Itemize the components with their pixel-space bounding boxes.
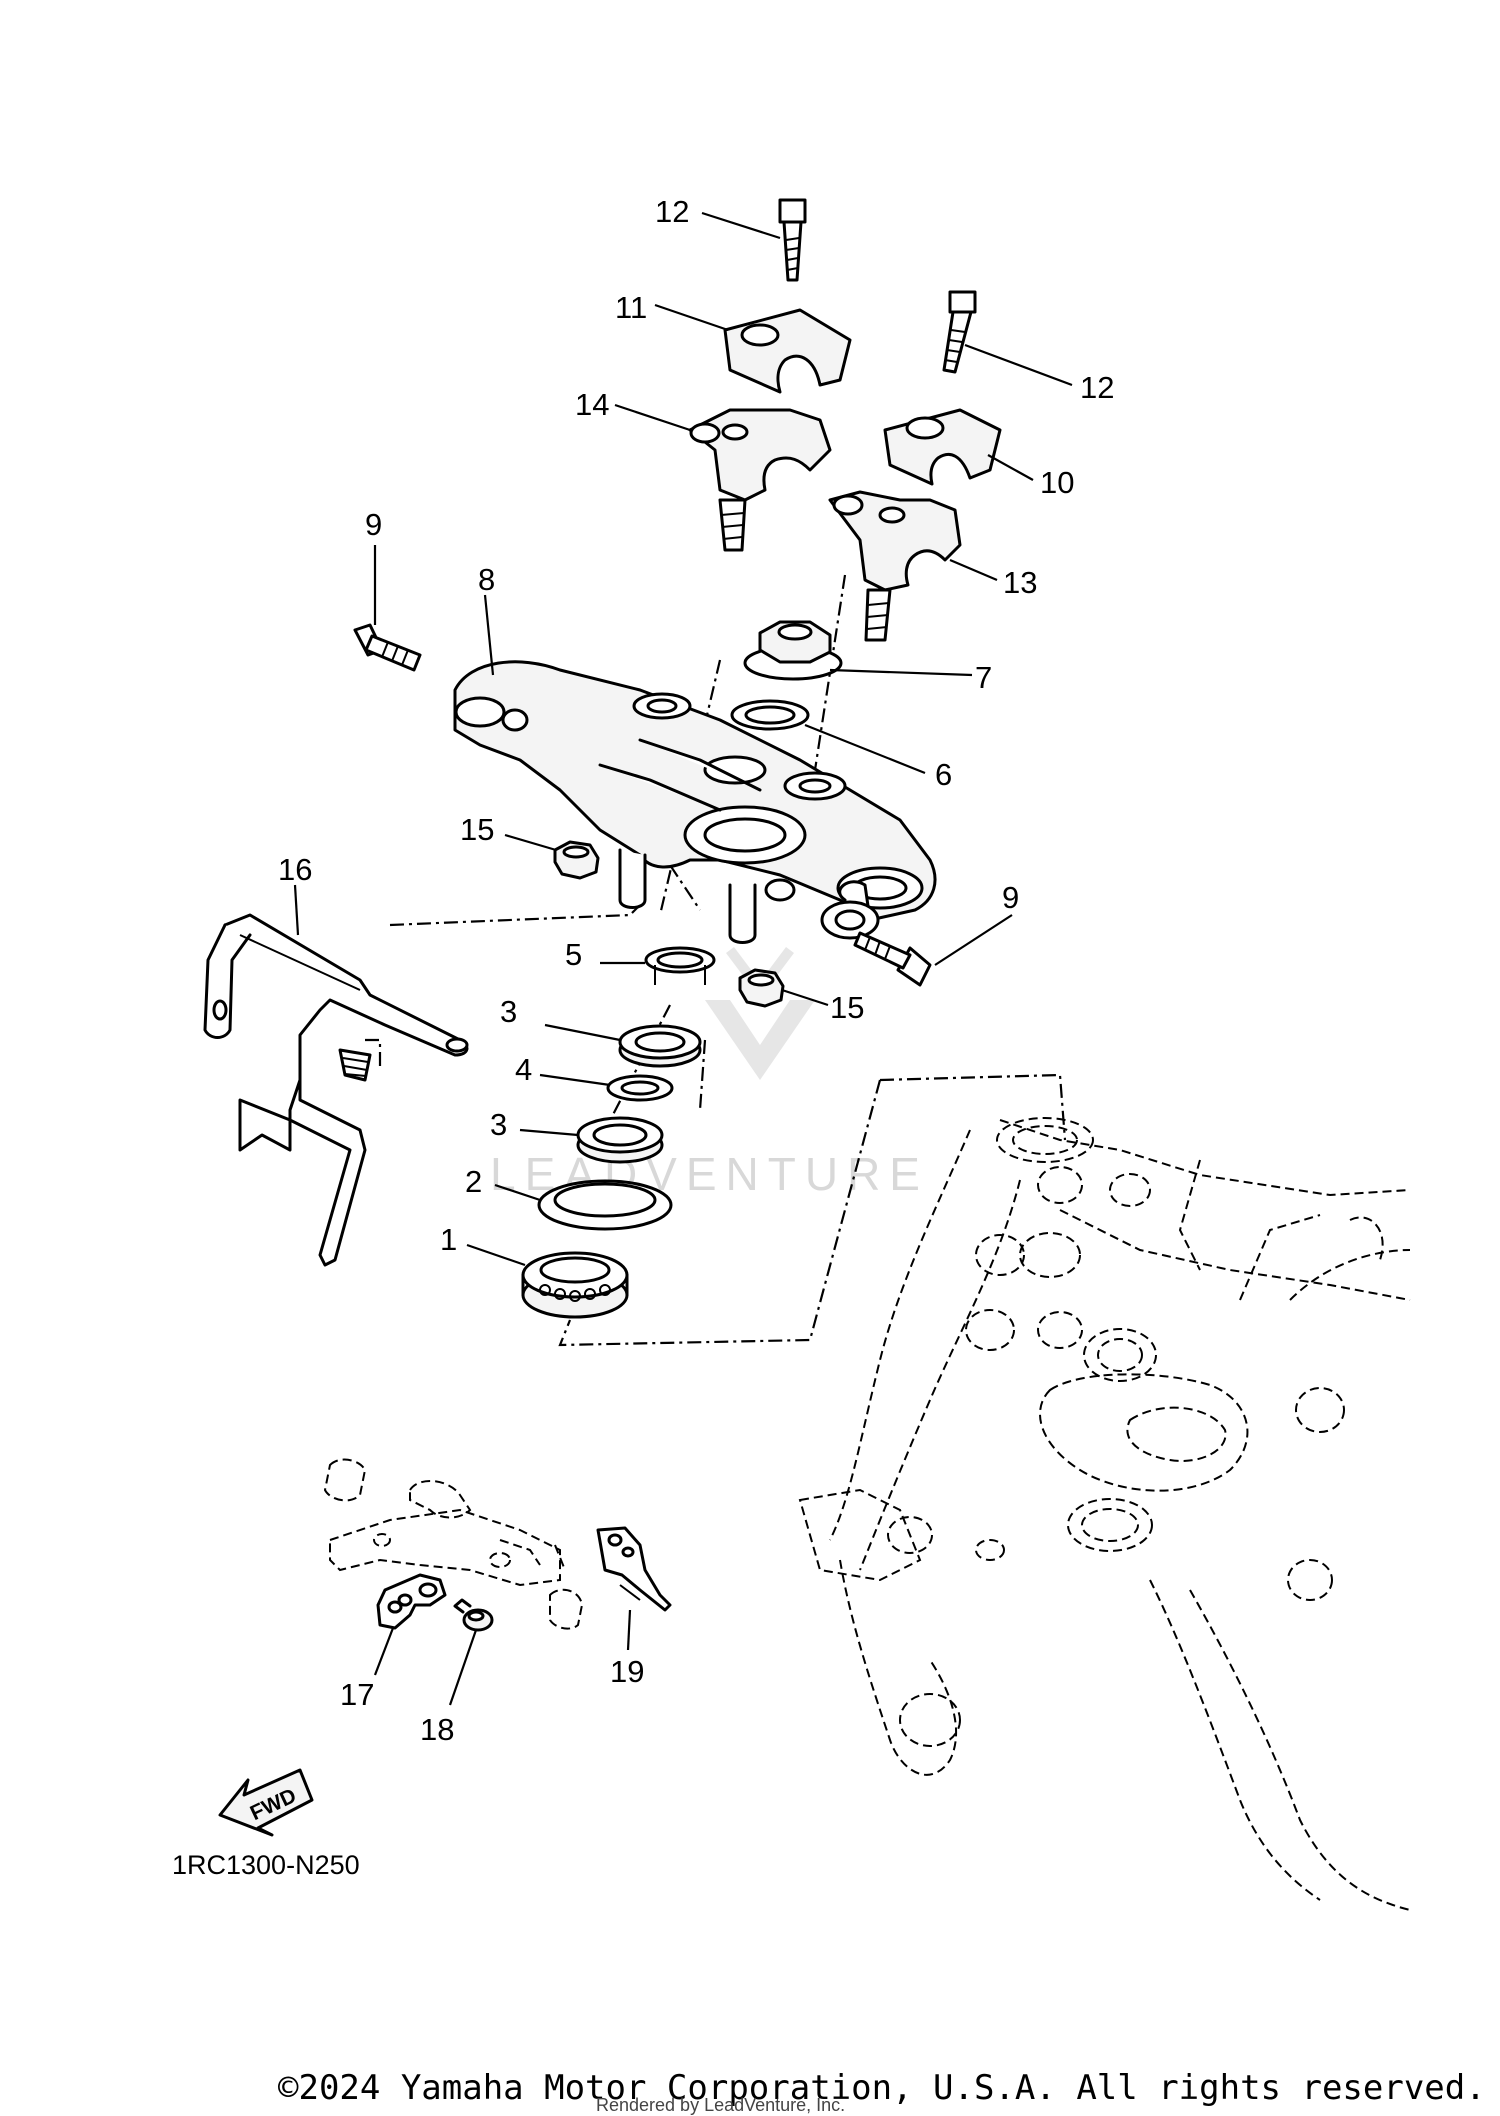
part-9-bolt-left <box>353 623 422 672</box>
callout-16: 16 <box>278 852 312 887</box>
callout-12-left: 12 <box>655 194 689 229</box>
part-7-steering-stem-nut <box>743 620 843 681</box>
callout-11: 11 <box>615 290 647 325</box>
part-12-bolt-right <box>942 290 977 374</box>
part-11-handlebar-holder-cap <box>723 308 852 394</box>
part-6-washer <box>730 699 810 731</box>
part-3-ring-nut-lower <box>576 1116 664 1164</box>
callout-15-right: 15 <box>830 990 864 1025</box>
frame-outline <box>798 1117 1411 1911</box>
part-16-bracket <box>203 913 469 1267</box>
part-2-ball-race-cover <box>537 1179 673 1231</box>
callout-4: 4 <box>515 1052 532 1087</box>
part-4-rubber-washer <box>606 1074 674 1102</box>
callouts: 1 2 3 3 4 5 6 7 8 9 9 10 11 12 12 13 14 … <box>278 194 1114 1747</box>
callout-2: 2 <box>465 1164 482 1199</box>
part-18-screw <box>453 1598 494 1632</box>
rendered-by-credit: Rendered by LeadVenture, Inc. <box>596 2095 846 2115</box>
part-9-bolt-right <box>853 931 932 987</box>
sensor-mount-area <box>323 1458 584 1630</box>
watermark: LEADVENTURE <box>490 947 920 1200</box>
callout-6: 6 <box>935 757 952 792</box>
part-13-handlebar-holder-lower <box>828 490 962 642</box>
callout-14: 14 <box>575 387 609 422</box>
callout-9-left: 9 <box>365 507 382 542</box>
part-10-handlebar-holder-cap <box>883 408 1002 486</box>
part-3-ring-nut-upper <box>618 1024 702 1068</box>
leader-lines <box>293 211 1073 1706</box>
copyright-notice: ©2024 Yamaha Motor Corporation, U.S.A. A… <box>278 2068 1486 2108</box>
part-19-sensor <box>596 1526 672 1612</box>
part-8-upper-bracket <box>453 660 937 944</box>
callout-12-right: 12 <box>1080 370 1114 405</box>
callout-19: 19 <box>610 1654 644 1689</box>
callout-5: 5 <box>565 937 582 972</box>
diagram-code: 1RC1300-N250 <box>172 1850 360 1880</box>
part-14-handlebar-holder-lower <box>688 408 832 552</box>
callout-13: 13 <box>1003 565 1037 600</box>
callout-7: 7 <box>975 660 992 695</box>
callout-17: 17 <box>340 1677 374 1712</box>
forward-direction-arrow: FWD <box>218 1768 314 1837</box>
callout-8: 8 <box>478 562 495 597</box>
part-12-bolt-left <box>778 198 807 282</box>
callout-3-upper: 3 <box>500 994 517 1029</box>
part-17-sensor-bracket <box>376 1573 447 1630</box>
part-15-nut-right <box>738 968 785 1008</box>
callout-18: 18 <box>420 1712 454 1747</box>
callout-1: 1 <box>440 1222 457 1257</box>
part-15-nut-left <box>553 840 600 880</box>
callout-3-lower: 3 <box>490 1107 507 1142</box>
callout-10: 10 <box>1040 465 1074 500</box>
callout-9-right: 9 <box>1002 880 1019 915</box>
part-5-lock-washer <box>644 946 716 985</box>
part-1-bearing <box>521 1251 629 1319</box>
callout-15-left: 15 <box>460 812 494 847</box>
